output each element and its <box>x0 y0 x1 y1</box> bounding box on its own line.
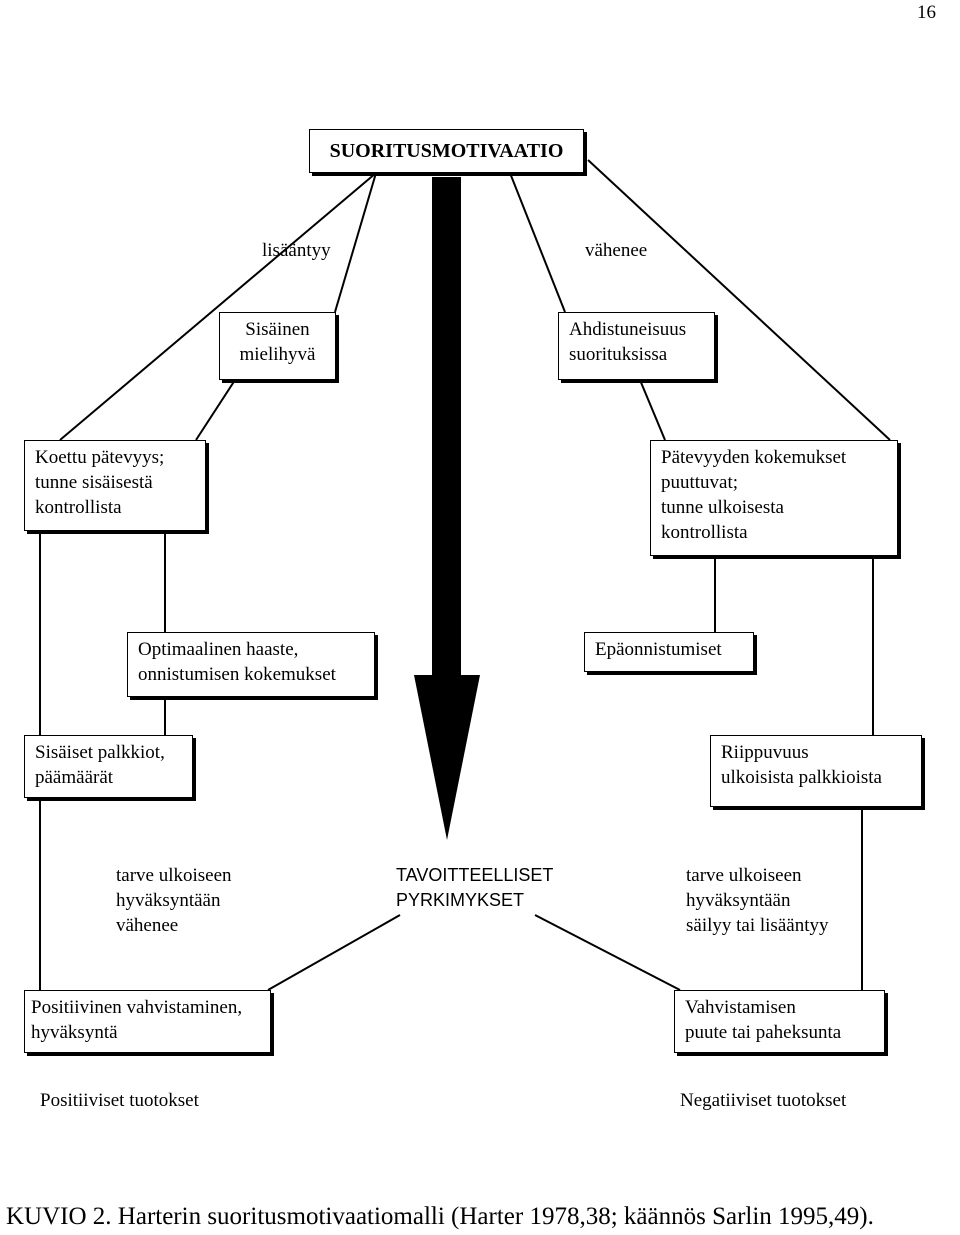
box-line: Pätevyyden kokemukset <box>661 447 847 468</box>
box-line: onnistumisen kokemukset <box>138 664 336 685</box>
box-line: Positiivinen vahvistaminen, <box>31 997 243 1018</box>
box-optimal-challenge: Optimaalinen haaste, onnistumisen kokemu… <box>127 632 375 697</box>
diagram-title: SUORITUSMOTIVAATIO <box>309 129 584 173</box>
text-line: tarve ulkoiseen <box>116 865 232 886</box>
box-line: kontrollista <box>35 497 122 518</box>
figure-caption: KUVIO 2. Harterin suoritusmotivaatiomall… <box>6 1203 874 1230</box>
label-negative-outcomes: Negatiiviset tuotokset <box>680 1090 847 1111</box>
box-line: ulkoisista palkkioista <box>721 767 882 788</box>
box-line: suorituksissa <box>569 344 668 365</box>
down-arrow-icon <box>414 177 480 840</box>
box-line: Koettu pätevyys; <box>35 447 165 468</box>
label-positive-outcomes: Positiiviset tuotokset <box>40 1090 199 1111</box>
text-goal-oriented: TAVOITTEELLISET PYRKIMYKSET <box>396 863 553 913</box>
text-external-approval-remains: tarve ulkoiseen hyväksyntään säilyy tai … <box>686 863 828 938</box>
box-line: Ahdistuneisuus <box>569 319 687 340</box>
connector-anxiety-to-lacking <box>639 379 666 441</box>
connector-goal-to-positive <box>267 914 401 991</box>
box-line: puuttuvat; <box>661 472 739 493</box>
box-external-dependence: Riippuvuus ulkoisista palkkioista <box>710 735 922 807</box>
box-line: Epäonnistumiset <box>595 639 722 660</box>
box-line: tunne sisäisestä <box>35 472 153 493</box>
connector-title-to-lacking <box>587 159 891 441</box>
box-inner-pleasure: Sisäinen mielihyvä <box>219 312 336 380</box>
connector-title-to-pleasure <box>334 172 377 313</box>
connector-title-to-anxiety <box>509 172 566 313</box>
connector-goal-to-lack <box>534 914 681 991</box>
text-line: vähenee <box>116 915 179 936</box>
box-line: Sisäinen <box>245 319 310 340</box>
box-line: tunne ulkoisesta <box>661 497 784 518</box>
text-line: hyväksyntään <box>116 890 221 911</box>
box-line: Sisäiset palkkiot, <box>35 742 165 763</box>
text-line: PYRKIMYKSET <box>396 890 525 910</box>
label-increases: lisääntyy <box>262 240 331 261</box>
connector-pleasure-to-competence <box>195 379 236 441</box>
box-line: Vahvistamisen <box>685 997 796 1018</box>
box-perceived-competence: Koettu pätevyys; tunne sisäisestä kontro… <box>24 440 206 531</box>
box-failures: Epäonnistumiset <box>584 632 754 672</box>
box-performance-anxiety: Ahdistuneisuus suorituksissa <box>558 312 715 380</box>
box-line: kontrollista <box>661 522 748 543</box>
text-line: TAVOITTEELLISET <box>396 865 554 885</box>
box-line: päämäärät <box>35 767 114 788</box>
box-internal-rewards: Sisäiset palkkiot, päämäärät <box>24 735 193 798</box>
box-line: Riippuvuus <box>721 742 809 763</box>
text-external-approval-decreases: tarve ulkoiseen hyväksyntään vähenee <box>116 863 232 938</box>
box-line: puute tai paheksunta <box>685 1022 842 1043</box>
connector-title-to-competence <box>59 172 377 441</box>
box-line: hyväksyntä <box>31 1022 118 1043</box>
label-decreases: vähenee <box>585 240 648 261</box>
box-positive-reinforcement: Positiivinen vahvistaminen, hyväksyntä <box>24 990 271 1053</box>
box-line: mielihyvä <box>239 344 316 365</box>
text-line: säilyy tai lisääntyy <box>686 915 829 936</box>
text-line: hyväksyntään <box>686 890 791 911</box>
box-line: Optimaalinen haaste, <box>138 639 299 660</box>
box-lacking-competence: Pätevyyden kokemukset puuttuvat; tunne u… <box>650 440 898 556</box>
box-lack-of-reinforcement: Vahvistamisen puute tai paheksunta <box>674 990 885 1053</box>
text-line: tarve ulkoiseen <box>686 865 802 886</box>
page-number: 16 <box>917 2 936 23</box>
